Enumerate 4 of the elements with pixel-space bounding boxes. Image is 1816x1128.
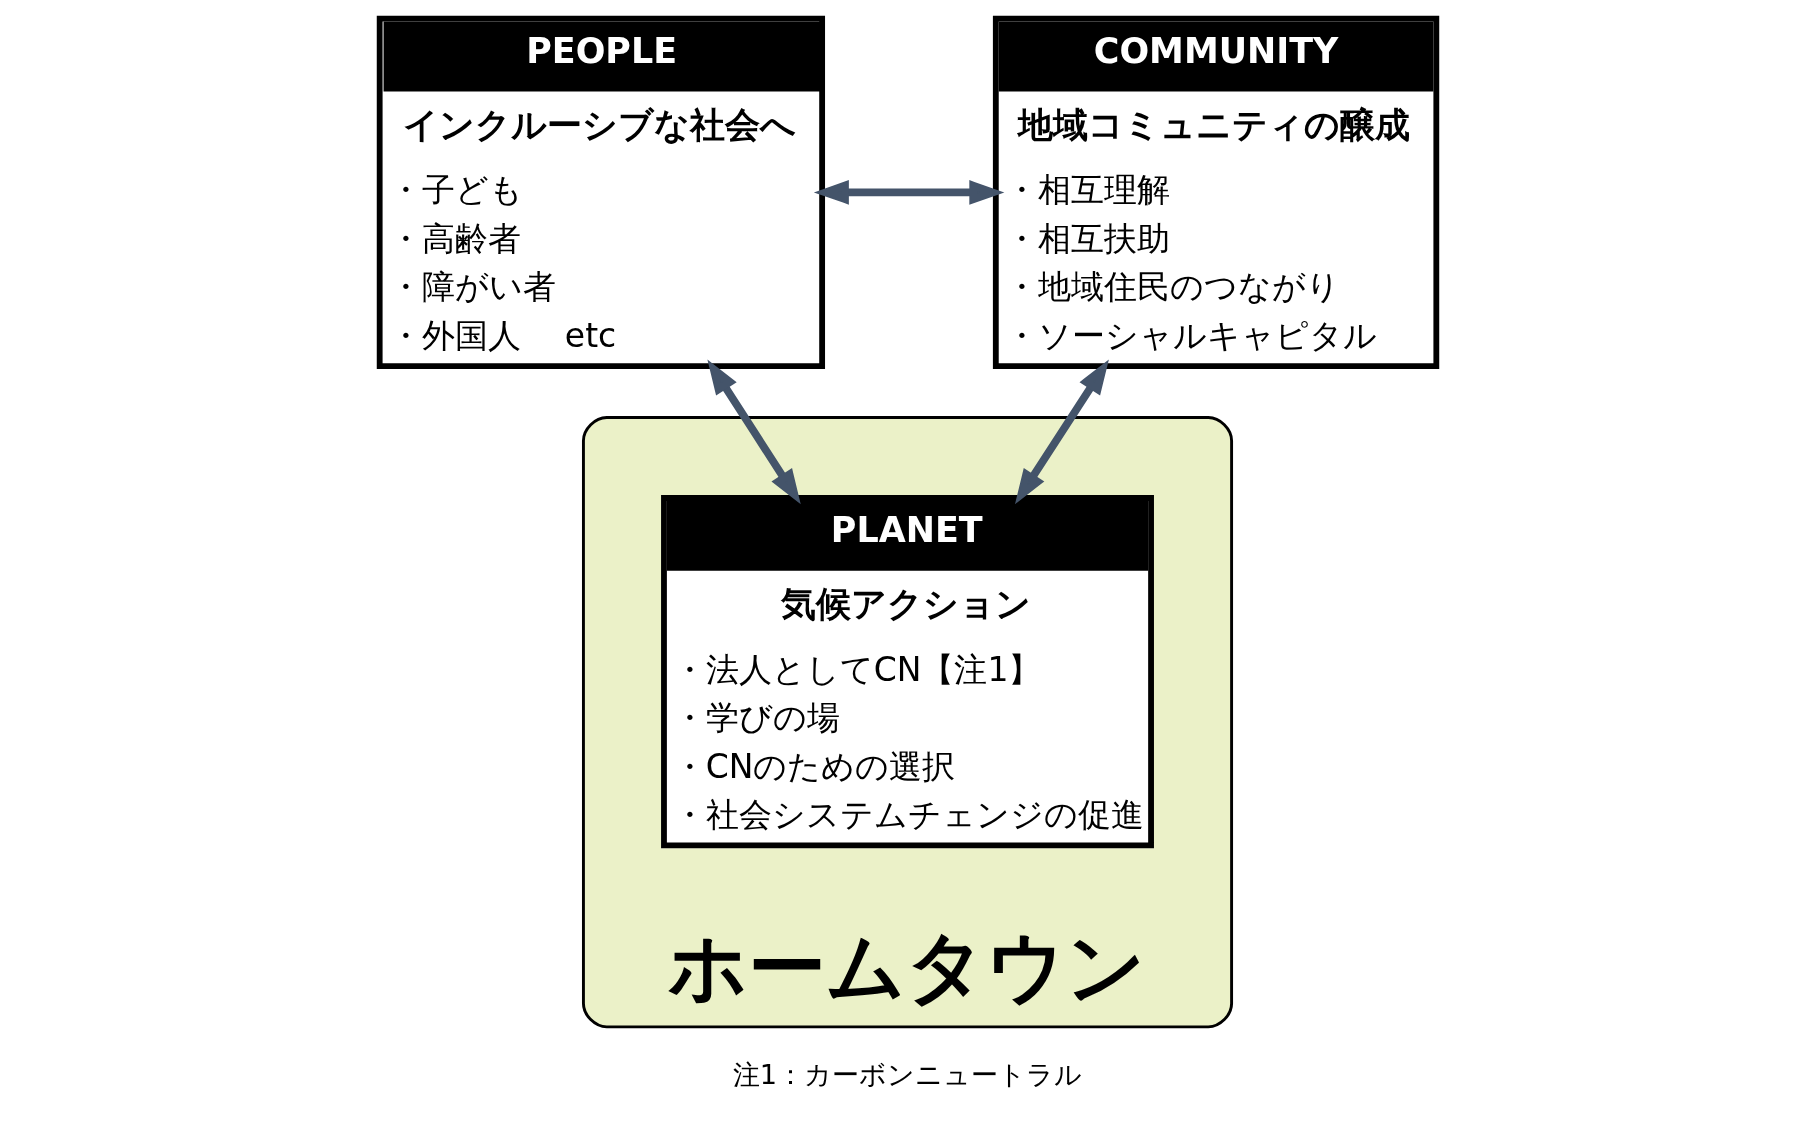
arrow — [813, 180, 1005, 205]
arrow — [707, 359, 801, 505]
arrow — [1014, 359, 1109, 505]
label: 注1：カーボンニュートラル — [732, 1059, 1083, 1091]
